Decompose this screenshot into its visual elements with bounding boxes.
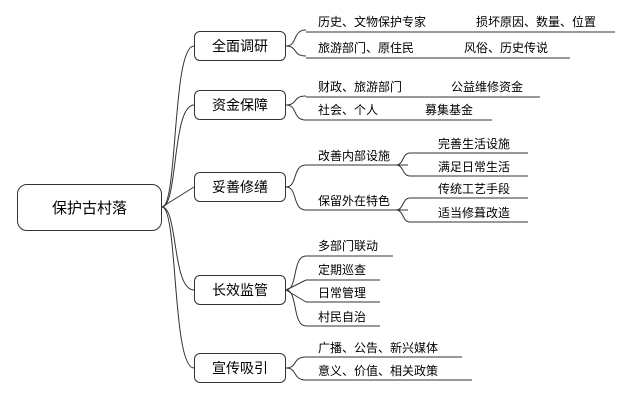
survey-item-customs: 风俗、历史传说: [464, 41, 549, 55]
survey-item-experts: 历史、文物保护专家: [318, 15, 427, 29]
publicity-item-policy: 意义、价值、相关政策: [318, 364, 439, 378]
supervision-item-villager: 村民自治: [318, 310, 367, 324]
survey-item-tourism: 旅游部门、原住民: [318, 41, 415, 55]
repair-group-external: 保留外在特色: [318, 194, 391, 208]
funding-item-raised-fund: 募集基金: [425, 103, 474, 117]
category-node-repair: 妥善修缮: [194, 172, 286, 202]
connector-cat5-branch: [285, 356, 307, 381]
connector-cat3-branch: [285, 164, 307, 211]
connector-root-cat3: [161, 186, 195, 208]
category-node-supervision: 长效监管: [194, 275, 286, 305]
funding-item-public-fund: 公益维修资金: [451, 80, 524, 94]
root-node: 保护古村落: [17, 184, 162, 231]
connector-group1-children: [395, 152, 411, 177]
connector-cat1-branch: [285, 29, 307, 57]
connector-cat4-branch: [285, 255, 307, 327]
supervision-item-daily-mgmt: 日常管理: [318, 286, 367, 300]
connector-cat2-branch: [285, 95, 307, 121]
survey-item-damage: 损坏原因、数量、位置: [476, 15, 597, 29]
category-node-funding: 资金保障: [194, 90, 286, 120]
funding-item-society: 社会、个人: [318, 103, 379, 117]
supervision-item-inspection: 定期巡查: [318, 263, 367, 277]
connector-root-cat5: [161, 206, 195, 369]
repair-group-internal: 改善内部设施: [318, 149, 391, 163]
funding-item-finance: 财政、旅游部门: [318, 80, 403, 94]
repair-child-traditional-craft: 传统工艺手段: [438, 182, 511, 196]
connector-root-cat4: [161, 206, 195, 291]
repair-child-daily-life: 满足日常生活: [438, 160, 511, 174]
publicity-item-media: 广播、公告、新兴媒体: [318, 341, 439, 355]
connector-root-cat1: [161, 45, 195, 208]
category-node-survey: 全面调研: [194, 31, 286, 61]
repair-child-renovation: 适当修葺改造: [438, 206, 511, 220]
category-node-publicity: 宣传吸引: [194, 353, 286, 383]
connector-root-cat2: [161, 104, 195, 208]
connector-group2-children: [395, 197, 411, 223]
supervision-item-multi-dept: 多部门联动: [318, 239, 379, 253]
repair-child-living-facilities: 完善生活设施: [438, 137, 511, 151]
